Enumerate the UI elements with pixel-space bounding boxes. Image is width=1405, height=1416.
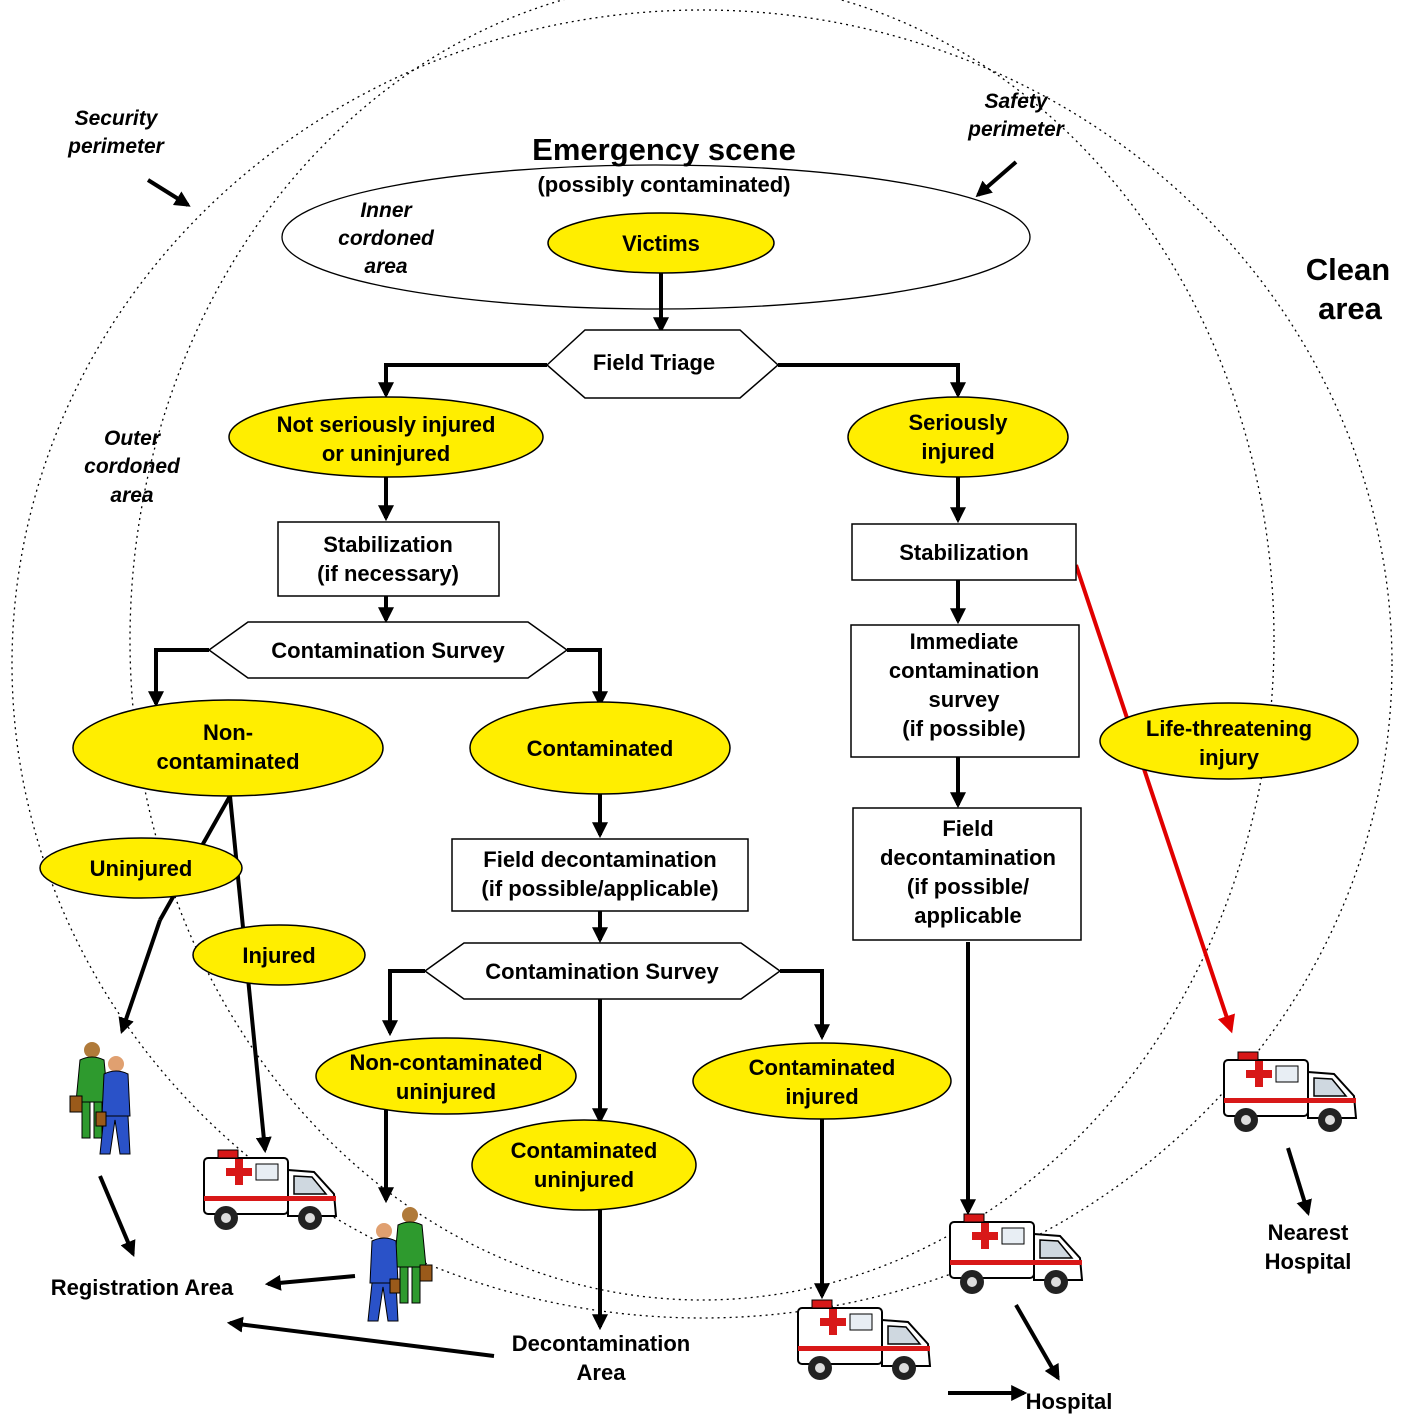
svg-text:Security: Security <box>75 107 159 130</box>
safety-perimeter-label: Safety perimeter <box>967 90 1066 141</box>
svg-text:cordoned: cordoned <box>84 455 181 478</box>
node-stabilization-right: Stabilization <box>851 523 1077 581</box>
node-non-contaminated: Non- contaminated <box>72 699 384 797</box>
svg-text:applicable: applicable <box>914 903 1022 928</box>
svg-text:Hospital: Hospital <box>1026 1389 1113 1414</box>
svg-text:Life-threatening: Life-threatening <box>1146 716 1312 741</box>
svg-text:contamination: contamination <box>889 658 1039 683</box>
svg-text:decontamination: decontamination <box>880 845 1056 870</box>
svg-text:Inner: Inner <box>360 199 413 222</box>
svg-text:Contaminated: Contaminated <box>527 736 674 761</box>
svg-text:Contamination Survey: Contamination Survey <box>485 959 719 984</box>
svg-text:Contaminated: Contaminated <box>511 1138 658 1163</box>
svg-text:perimeter: perimeter <box>67 135 166 158</box>
scene-title: Emergency scene <box>532 132 796 167</box>
node-seriously-injured: Seriously injured <box>847 396 1069 478</box>
svg-text:or uninjured: or uninjured <box>322 441 450 466</box>
svg-text:Contaminated: Contaminated <box>749 1055 896 1080</box>
node-victims: Victims <box>547 212 775 274</box>
svg-text:Clean: Clean <box>1306 252 1390 287</box>
outer-cordoned-label: Outer cordoned area <box>84 427 181 507</box>
ambulance-icon-left <box>203 1149 337 1231</box>
node-life-threatening-injury: Life-threatening injury <box>1099 702 1359 780</box>
node-stabilization-left: Stabilization (if necessary) <box>277 521 500 597</box>
svg-text:perimeter: perimeter <box>967 118 1066 141</box>
security-perimeter-label: Security perimeter <box>67 107 166 158</box>
svg-text:Decontamination: Decontamination <box>512 1331 690 1356</box>
svg-text:Stabilization: Stabilization <box>899 540 1029 565</box>
connectors <box>98 273 1312 1401</box>
svg-text:contaminated: contaminated <box>156 749 299 774</box>
svg-text:Field Triage: Field Triage <box>593 350 715 375</box>
svg-text:Seriously: Seriously <box>908 410 1008 435</box>
ambulance-icon-lower <box>797 1299 931 1381</box>
destination-decontamination-area: Decontamination Area <box>512 1331 690 1385</box>
svg-text:Not seriously injured: Not seriously injured <box>277 412 496 437</box>
svg-text:area: area <box>110 484 154 507</box>
svg-text:Registration Area: Registration Area <box>51 1275 234 1300</box>
node-immediate-contamination-survey: Immediate contamination survey (if possi… <box>850 624 1080 758</box>
destination-hospital: Hospital <box>1026 1389 1113 1414</box>
node-field-decontamination-right: Field decontamination (if possible/ appl… <box>852 807 1082 941</box>
svg-text:Hospital: Hospital <box>1265 1249 1352 1274</box>
destination-nearest-hospital: Nearest Hospital <box>1265 1220 1352 1274</box>
svg-text:Non-: Non- <box>203 720 253 745</box>
inner-cordoned-label: Inner cordoned area <box>338 199 435 278</box>
svg-text:Outer: Outer <box>104 427 162 450</box>
ambulance-icon-right <box>1223 1051 1357 1133</box>
svg-text:uninjured: uninjured <box>534 1167 634 1192</box>
svg-text:Injured: Injured <box>242 943 315 968</box>
svg-text:area: area <box>364 255 408 278</box>
svg-text:injured: injured <box>785 1084 858 1109</box>
node-contamination-survey-2: Contamination Survey <box>423 942 782 1000</box>
security-perimeter-boundary <box>11 9 1393 1319</box>
svg-text:Non-contaminated: Non-contaminated <box>349 1050 542 1075</box>
node-field-triage: Field Triage <box>545 329 780 399</box>
svg-text:area: area <box>1318 291 1383 326</box>
svg-text:injured: injured <box>921 439 994 464</box>
scene-subtitle: (possibly contaminated) <box>537 172 790 197</box>
node-contaminated-uninjured: Contaminated uninjured <box>471 1119 697 1211</box>
svg-text:survey: survey <box>929 687 1001 712</box>
svg-text:Area: Area <box>577 1360 627 1385</box>
svg-text:Uninjured: Uninjured <box>90 856 193 881</box>
node-non-contaminated-uninjured: Non-contaminated uninjured <box>315 1037 577 1115</box>
svg-text:Victims: Victims <box>622 231 700 256</box>
svg-text:Nearest: Nearest <box>1268 1220 1349 1245</box>
node-contaminated-injured: Contaminated injured <box>692 1042 952 1120</box>
svg-text:Field: Field <box>942 816 993 841</box>
ambulance-icon-center <box>949 1213 1083 1295</box>
clean-area-label: Clean area <box>1306 252 1390 326</box>
people-icon-middle <box>367 1206 433 1322</box>
node-contaminated: Contaminated <box>469 701 731 795</box>
node-field-decontamination-middle: Field decontamination (if possible/appli… <box>451 838 749 912</box>
node-injured: Injured <box>192 924 366 986</box>
safety-perimeter-boundary <box>129 0 1275 1301</box>
svg-text:(if possible/applicable): (if possible/applicable) <box>481 876 718 901</box>
svg-text:cordoned: cordoned <box>338 227 435 250</box>
destination-registration-area: Registration Area <box>51 1275 234 1300</box>
node-uninjured: Uninjured <box>39 837 243 899</box>
inner-cordoned-boundary <box>281 164 1031 310</box>
svg-text:(if necessary): (if necessary) <box>317 561 459 586</box>
svg-text:uninjured: uninjured <box>396 1079 496 1104</box>
node-contamination-survey-1: Contamination Survey <box>207 621 569 679</box>
node-not-seriously-injured: Not seriously injured or uninjured <box>228 396 544 478</box>
svg-text:Safety: Safety <box>984 90 1048 113</box>
svg-text:(if possible): (if possible) <box>902 716 1025 741</box>
people-icon-left <box>69 1041 131 1155</box>
svg-text:injury: injury <box>1199 745 1260 770</box>
svg-text:(if possible/: (if possible/ <box>907 874 1029 899</box>
svg-text:Field decontamination: Field decontamination <box>483 847 716 872</box>
svg-text:Immediate: Immediate <box>910 629 1019 654</box>
svg-text:Contamination Survey: Contamination Survey <box>271 638 505 663</box>
svg-text:Stabilization: Stabilization <box>323 532 453 557</box>
